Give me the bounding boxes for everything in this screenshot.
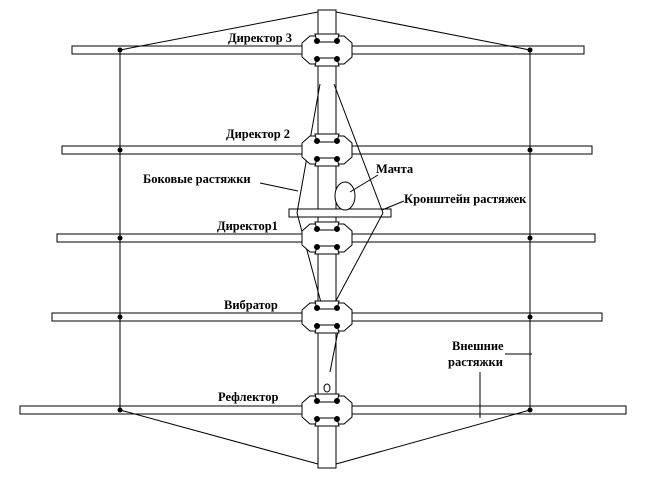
clamp-director-3 [301, 33, 353, 67]
outer-guys [119, 11, 531, 465]
label-director-3: Директор 3 [228, 31, 292, 45]
clamp-director-2 [301, 133, 353, 167]
label-reflector: Рефлектор [218, 390, 278, 404]
clamp-director-1 [301, 221, 353, 255]
label-director-2: Директор 2 [226, 127, 290, 141]
mast [334, 181, 356, 211]
label-director-1: Директор1 [217, 219, 278, 233]
label-mast: Мачта [376, 162, 414, 176]
label-side-guys: Боковые растяжки [143, 172, 251, 186]
label-vibrator: Вибратор [224, 298, 278, 312]
leader-lines [259, 174, 532, 418]
boom-ring [323, 383, 331, 393]
label-outer-guys-line-2: растяжки [448, 355, 503, 369]
label-guy-bracket: Кронштейн растяжек [404, 192, 527, 206]
element-bolts [117, 47, 533, 413]
clamp-vibrator [301, 300, 353, 334]
clamp-reflector [301, 393, 353, 427]
label-outer-guys-line-1: Внешние [452, 339, 504, 353]
guy-bracket [288, 208, 392, 218]
